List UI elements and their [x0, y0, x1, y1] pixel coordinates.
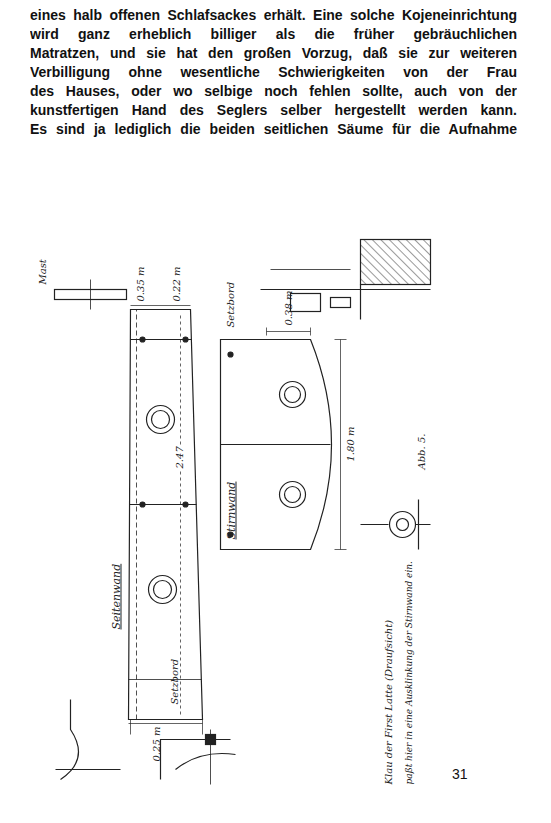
- dimension: 2.47: [173, 445, 185, 469]
- dimension: 0.22 m: [170, 267, 182, 302]
- note: paßt hier in eine Ausklinkung der Stirnw…: [402, 561, 414, 784]
- page-number: 31: [452, 766, 468, 782]
- body-text-line: Matratzen, und sie hat den großen Vorzug…: [30, 44, 517, 62]
- part-label: Setzbord: [168, 659, 180, 705]
- body-text-line: eines halb offenen Schlafsackes erhält. …: [30, 6, 517, 24]
- part-label: Setzbord: [224, 282, 236, 328]
- detail-title: Klau der First Latte (Draufsicht): [382, 620, 394, 785]
- body-text-line: wird ganz erheblich billiger als die frü…: [30, 25, 517, 43]
- dimension: 0.35 m: [134, 267, 146, 302]
- body-text-line: des Hauses, oder wo selbige noch fehlen …: [30, 82, 517, 100]
- dimension: 1.80 m: [344, 427, 356, 462]
- dimension: 0.38 m: [282, 291, 294, 326]
- body-text-line: kunstfertigen Hand des Seglers selber he…: [30, 101, 517, 119]
- view-title: Seitenwand: [110, 564, 122, 630]
- body-text-line: Verbilligung ohne wesentliche Schwierigk…: [30, 63, 517, 81]
- figure-frame: Seitenwand MastStirnwand Abb. 5. Klau der F…: [30, 235, 440, 790]
- body-text-line: Es sind ja lediglich die beiden seitlich…: [30, 120, 517, 138]
- view-title: Stirnwand: [225, 482, 237, 540]
- dimension: 0.25 m: [150, 727, 162, 762]
- figure-number: Abb. 5.: [415, 434, 427, 470]
- part-label: Mast: [36, 259, 48, 284]
